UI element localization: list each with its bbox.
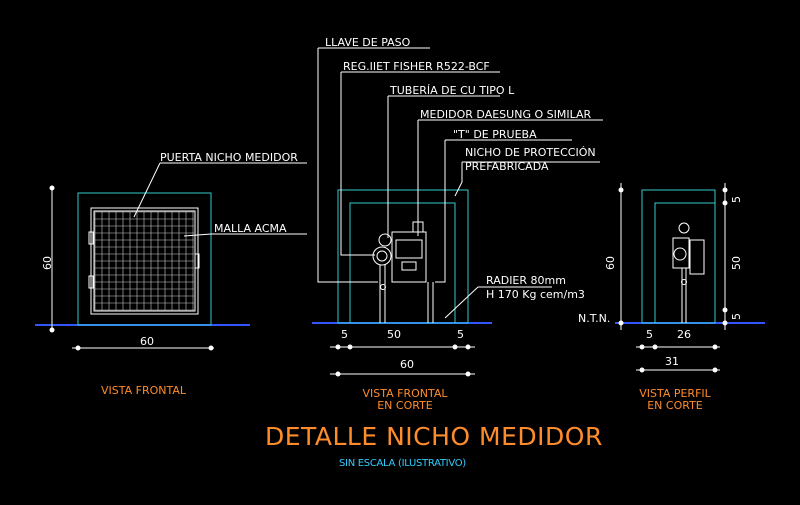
label-medidor: MEDIDOR DAESUNG O SIMILAR	[420, 108, 592, 121]
label-te-prueba: "T" DE PRUEBA	[453, 128, 537, 141]
caption-perfil-line2: EN CORTE	[647, 399, 703, 413]
caption-corte-line2: EN CORTE	[377, 399, 433, 413]
profile-meter	[672, 222, 705, 323]
dim-prof-bot: 5	[730, 313, 743, 320]
label-llave-de-paso: LLAVE DE PASO	[325, 36, 411, 49]
drawing-subtitle: SIN ESCALA (ILUSTRATIVO)	[339, 458, 466, 469]
label-puerta: PUERTA NICHO MEDIDOR	[160, 151, 298, 164]
caption-perfil-line1: VISTA PERFIL	[639, 387, 711, 400]
dim-front-height: 60	[41, 256, 54, 270]
label-nicho-1: NICHO DE PROTECCIÓN	[465, 146, 596, 159]
label-tuberia: TUBERÍA DE CU TIPO L	[390, 84, 515, 97]
caption-vista-perfil: VISTA PERFIL EN CORTE	[630, 387, 720, 413]
door-hinges	[88, 231, 200, 289]
label-malla: MALLA ACMA	[214, 222, 287, 235]
outer-niche	[337, 189, 469, 324]
profile-inner	[654, 202, 716, 324]
drawing-title: DETALLE NICHO MEDIDOR	[265, 422, 603, 451]
dim-prof-top: 5	[730, 196, 743, 203]
dim-sec-mid: 50	[387, 328, 401, 341]
dim-prof-left: 5	[646, 328, 653, 341]
valve	[378, 233, 392, 247]
caption-vista-frontal: VISTA FRONTAL	[101, 384, 187, 397]
leader-llave	[317, 48, 378, 283]
meter-assembly	[372, 221, 434, 323]
dim-sec-total: 60	[400, 358, 414, 371]
section-view	[337, 189, 469, 324]
label-radier-1: RADIER 80mm	[486, 274, 566, 287]
meter-body	[391, 231, 427, 283]
caption-vista-corte: VISTA FRONTAL EN CORTE	[355, 387, 455, 413]
dimension-lines	[49, 183, 728, 377]
label-nicho-2: PREFABRICADA	[465, 160, 549, 173]
dim-front-width: 60	[140, 335, 154, 348]
dim-prof-mid: 50	[730, 256, 743, 270]
mesh-grid	[94, 211, 194, 311]
dim-sec-left: 5	[341, 328, 348, 341]
label-regulador: REG.IIET FISHER R522-BCF	[343, 60, 490, 73]
dim-prof-height: 60	[604, 256, 617, 270]
dim-sec-right: 5	[457, 328, 464, 341]
dim-prof-depth: 26	[677, 328, 691, 341]
inner-niche	[349, 202, 456, 324]
profile-view	[641, 189, 716, 324]
label-radier-2: H 170 Kg cem/m3	[486, 288, 585, 301]
label-ntn: N.T.N.	[578, 312, 611, 325]
dim-prof-total: 31	[665, 355, 679, 368]
niche-frame	[77, 192, 212, 326]
front-view	[77, 192, 212, 326]
caption-corte-line1: VISTA FRONTAL	[362, 387, 448, 400]
leader-lines	[133, 47, 603, 319]
door-panel	[90, 207, 199, 315]
